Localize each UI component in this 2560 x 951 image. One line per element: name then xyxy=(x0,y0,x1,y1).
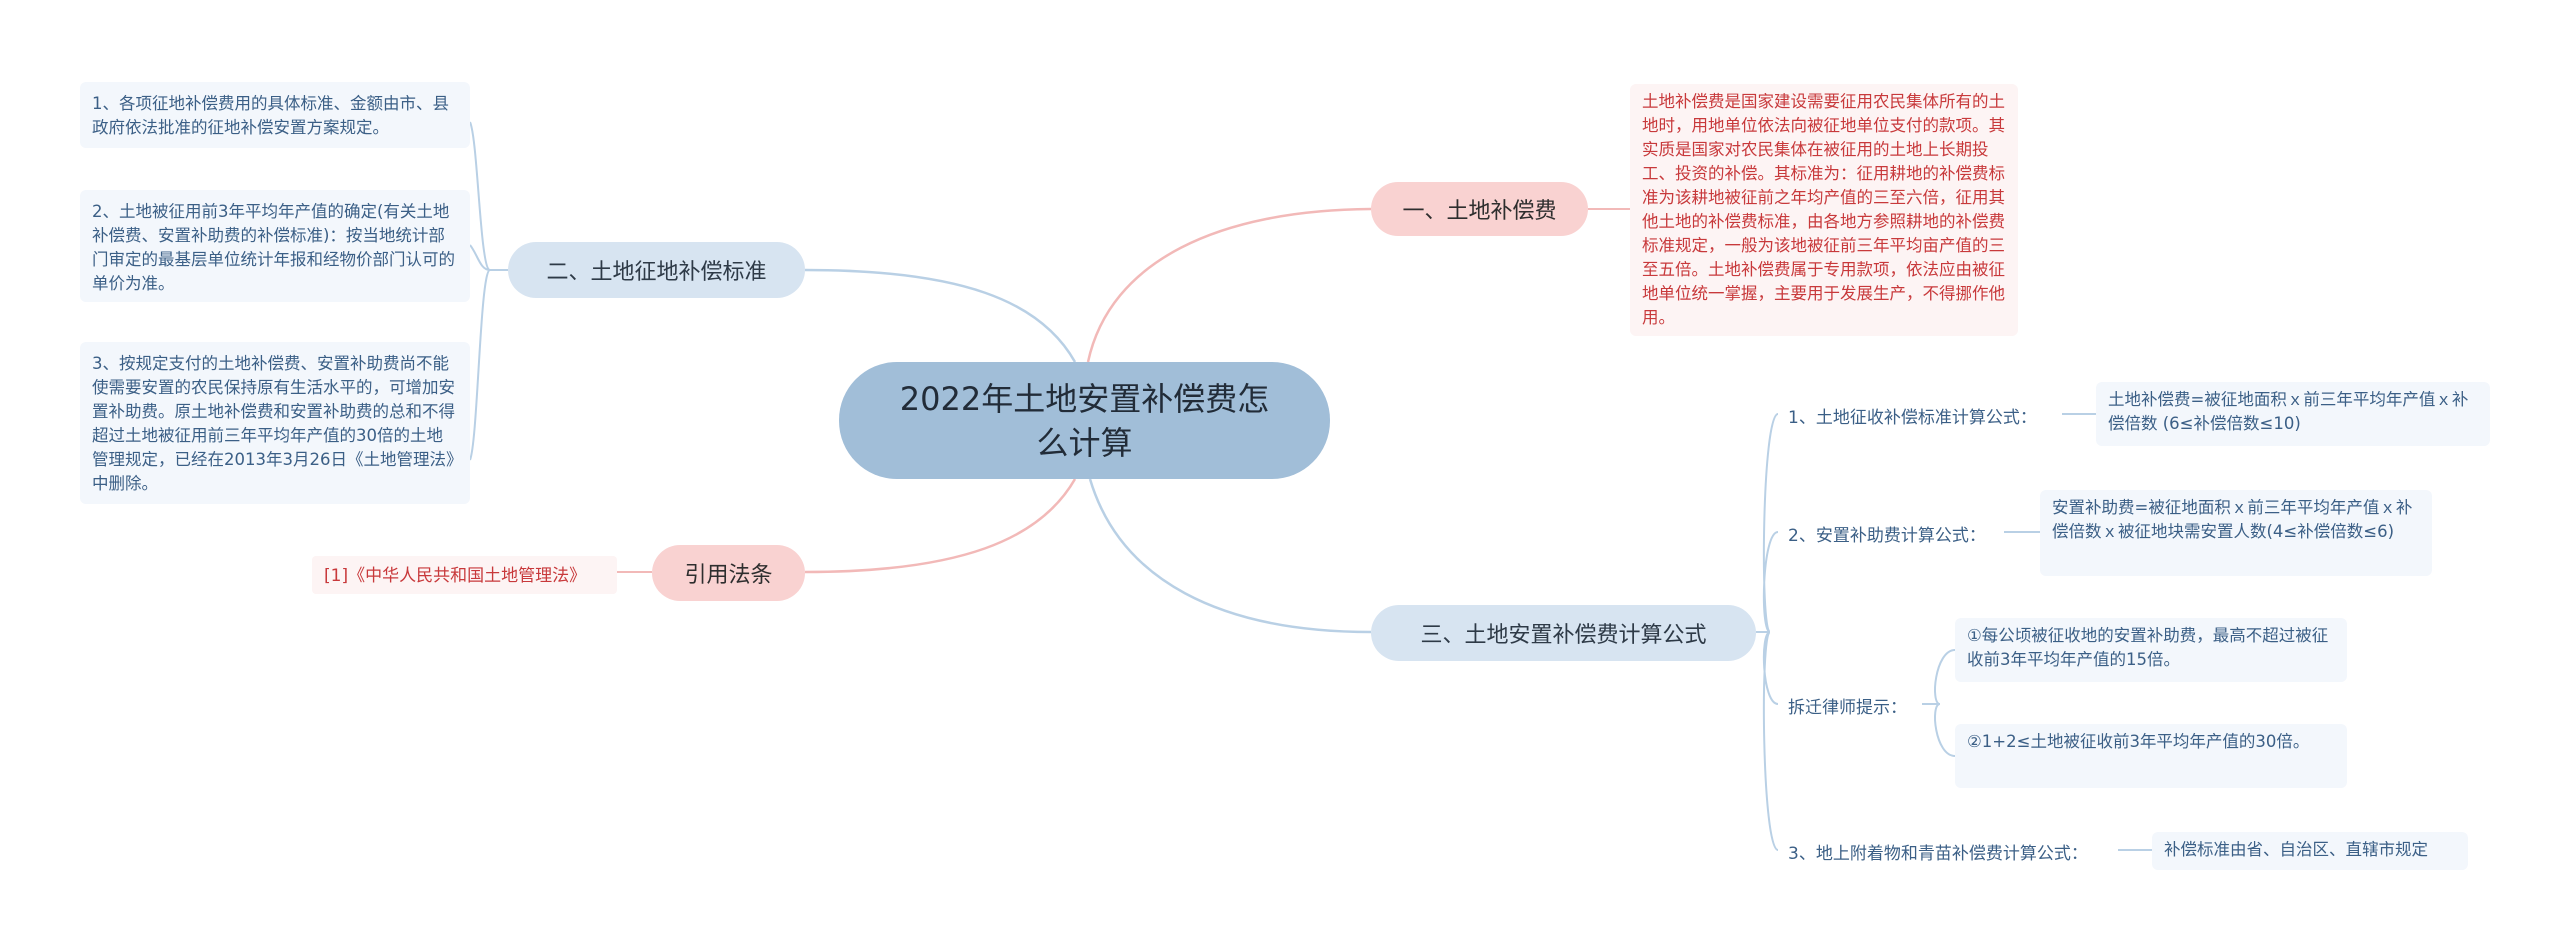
branch-label: 二、土地征地补偿标准 xyxy=(546,260,767,285)
branch-compensation-standard[interactable]: 二、土地征地补偿标准 xyxy=(508,242,805,298)
formula-label-1: 1、土地征收补偿标准计算公式： xyxy=(1788,408,2037,428)
branch-cited-law[interactable]: 引用法条 xyxy=(652,545,805,601)
link-root-b2 xyxy=(804,268,1077,363)
branch-label: 引用法条 xyxy=(684,563,773,588)
link-b2-items xyxy=(469,121,508,461)
standard-item-2: 2、土地被征用前3年平均年产值的确定(有关土地补偿费、安置补助费的补偿标准)：按… xyxy=(80,190,470,302)
item-text: 3、按规定支付的土地补偿费、安置补助费尚不能使需要安置的农民保持原有生活水平的，… xyxy=(92,354,455,493)
law-reference-link[interactable]: [1]《中华人民共和国土地管理法》 xyxy=(312,556,617,594)
formula-value-1: 土地补偿费=被征地面积ｘ前三年平均年产值ｘ补偿倍数 (6≤补偿倍数≤10) xyxy=(2096,382,2490,446)
desc-text: 土地补偿费是国家建设需要征用农民集体所有的土地时，用地单位依法向被征地单位支付的… xyxy=(1642,92,2005,327)
formula-value-3: 补偿标准由省、自治区、直辖市规定 xyxy=(2152,832,2468,870)
land-compensation-desc: 土地补偿费是国家建设需要征用农民集体所有的土地时，用地单位依法向被征地单位支付的… xyxy=(1630,84,2018,336)
link-root-b1 xyxy=(1086,207,1372,363)
link-root-b3 xyxy=(1088,478,1372,634)
formula-value-2: 安置补助费=被征地面积ｘ前三年平均年产值ｘ补偿倍数ｘ被征地块需安置人数(4≤补偿… xyxy=(2040,490,2432,576)
branch-land-compensation[interactable]: 一、土地补偿费 xyxy=(1371,182,1588,236)
item-text: 1、各项征地补偿费用的具体标准、金额由市、县政府依法批准的征地补偿安置方案规定。 xyxy=(92,94,449,137)
branch-label: 三、土地安置补偿费计算公式 xyxy=(1420,623,1707,648)
standard-item-1: 1、各项征地补偿费用的具体标准、金额由市、县政府依法批准的征地补偿安置方案规定。 xyxy=(80,82,470,148)
item-text: 2、土地被征用前3年平均年产值的确定(有关土地补偿费、安置补助费的补偿标准)：按… xyxy=(92,202,455,293)
formula-label-2: 2、安置补助费计算公式： xyxy=(1788,526,1986,546)
link-b3-items xyxy=(1756,413,1779,851)
root-title: 2022年土地安置补偿费怎么计算 xyxy=(899,379,1270,462)
lawyer-tip-2: ②1+2≤土地被征收前3年平均年产值的30倍。 xyxy=(1955,724,2347,788)
lawyer-tip-label: 拆迁律师提示： xyxy=(1788,698,1907,718)
ref-text: [1]《中华人民共和国土地管理法》 xyxy=(324,566,587,586)
lawyer-tip-1: ①每公顷被征收地的安置补助费，最高不超过被征收前3年平均年产值的15倍。 xyxy=(1955,618,2347,682)
formula-label-3: 3、地上附着物和青苗补偿费计算公式： xyxy=(1788,844,2088,864)
link-b3-3 xyxy=(1922,649,1956,757)
root-topic[interactable]: 2022年土地安置补偿费怎么计算 xyxy=(839,362,1330,479)
branch-label: 一、土地补偿费 xyxy=(1402,199,1557,224)
link-root-b4 xyxy=(804,478,1077,574)
branch-formula[interactable]: 三、土地安置补偿费计算公式 xyxy=(1371,605,1756,661)
standard-item-3: 3、按规定支付的土地补偿费、安置补助费尚不能使需要安置的农民保持原有生活水平的，… xyxy=(80,342,470,504)
